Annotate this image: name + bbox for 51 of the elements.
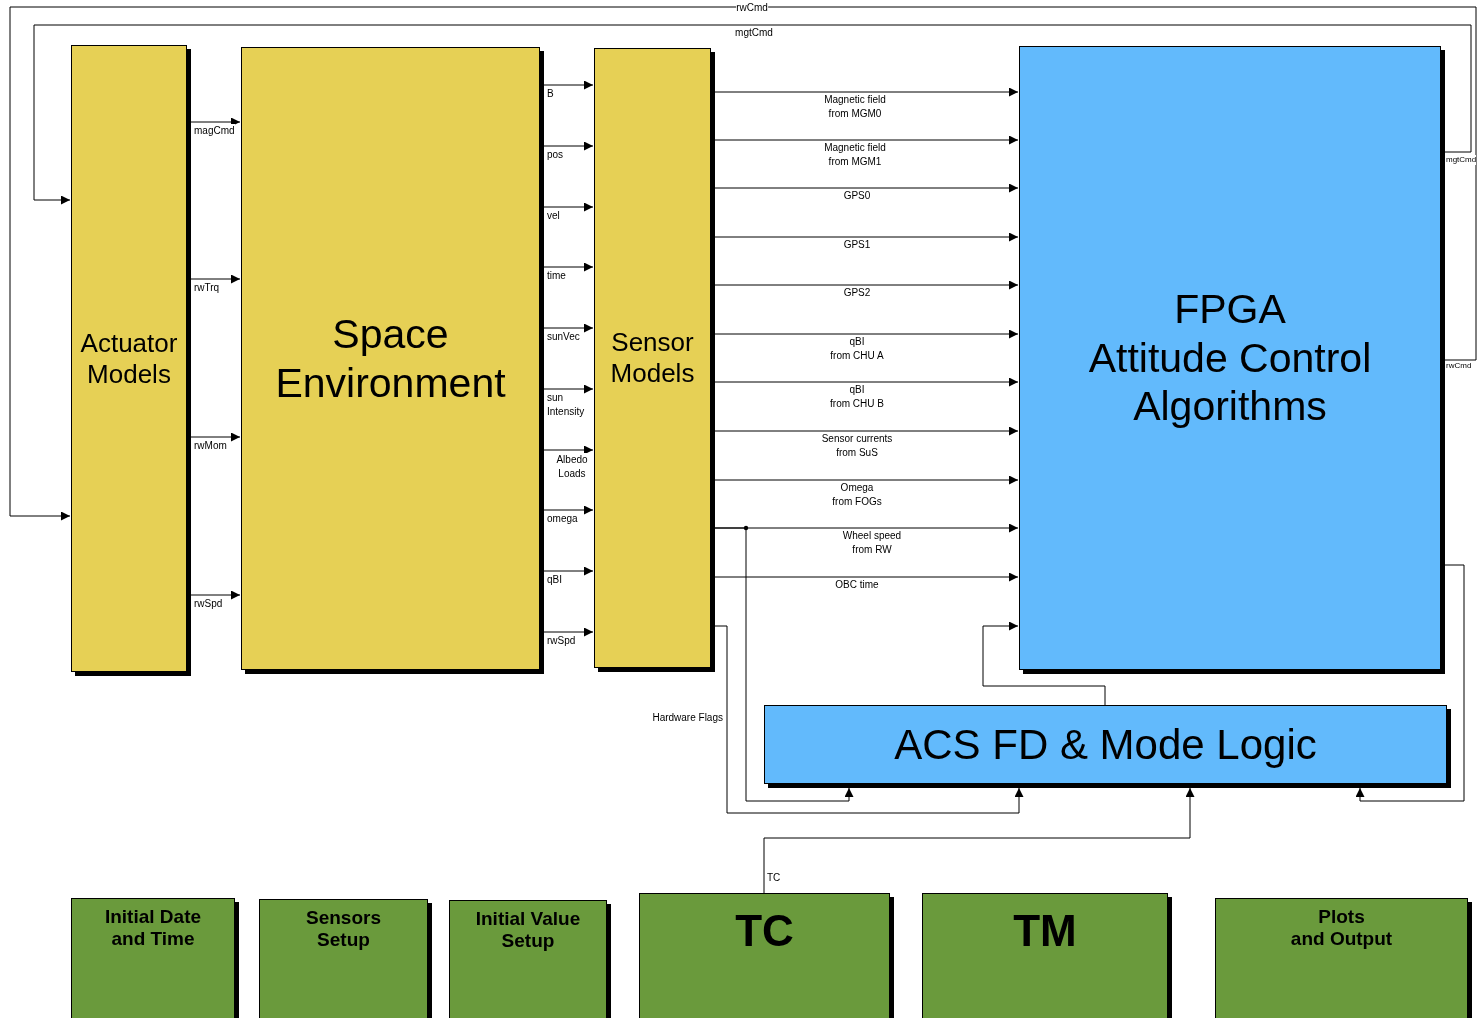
signal-arrow — [714, 280, 1019, 290]
edge-label: magCmd — [194, 124, 235, 138]
block-title: Space Environment — [275, 310, 506, 407]
edge-label: rwSpd — [547, 634, 576, 648]
block-title: Plots and Output — [1290, 905, 1393, 951]
signal-arrow — [190, 274, 241, 284]
signal-arrow — [714, 183, 1019, 193]
block-title: TM — [1013, 904, 1077, 957]
signal-arrow — [714, 572, 1019, 582]
block-title: FPGA Attitude Control Algorithms — [1088, 285, 1372, 431]
signal-arrow — [1355, 564, 1465, 802]
edge-label: qBI — [547, 573, 562, 587]
block-title: Initial Date and Time — [104, 905, 202, 951]
signal-arrow — [190, 117, 241, 127]
signal-arrow — [543, 202, 594, 212]
edge-label: rwSpd — [194, 597, 223, 611]
signal-arrow — [714, 232, 1019, 242]
signal-arrow — [190, 432, 241, 442]
signal-arrow — [190, 590, 241, 600]
block-title: Sensors Setup — [306, 906, 381, 952]
signal-arrow — [714, 329, 1019, 339]
signal-arrow — [543, 141, 594, 151]
signal-arrow — [714, 377, 1019, 387]
block-title: Actuator Models — [80, 327, 178, 390]
signal-arrow — [543, 445, 594, 455]
edge-label: rwTrq — [194, 281, 220, 295]
edge-label: mgtCmd — [735, 26, 773, 40]
signal-arrow — [543, 627, 594, 637]
block-title: ACS FD & Mode Logic — [894, 719, 1317, 770]
signal-arrow — [714, 527, 854, 802]
block-title: TC — [735, 904, 794, 957]
signal-arrow — [714, 135, 1019, 145]
signal-arrow — [543, 80, 594, 90]
block-title: Initial Value Setup — [475, 907, 581, 953]
signal-arrow — [714, 625, 1024, 814]
signal-arrow — [714, 87, 1019, 97]
signal-arrow — [543, 384, 594, 394]
signal-arrow — [763, 787, 1195, 894]
block-title: Sensor Models — [610, 327, 695, 389]
signal-arrow — [9, 6, 1477, 521]
signal-arrow — [543, 566, 594, 576]
signal-arrow — [714, 475, 1019, 485]
signal-arrow — [714, 426, 1019, 436]
signal-arrow — [33, 24, 1472, 205]
signal-label: mgtCmd — [1446, 155, 1477, 165]
signal-label: rwCmd — [1446, 361, 1472, 371]
signal-arrow — [543, 323, 594, 333]
signal-arrow — [982, 621, 1106, 706]
edge-label: Hardware Flags — [652, 711, 723, 725]
signal-arrow — [543, 505, 594, 515]
signal-arrow — [543, 262, 594, 272]
